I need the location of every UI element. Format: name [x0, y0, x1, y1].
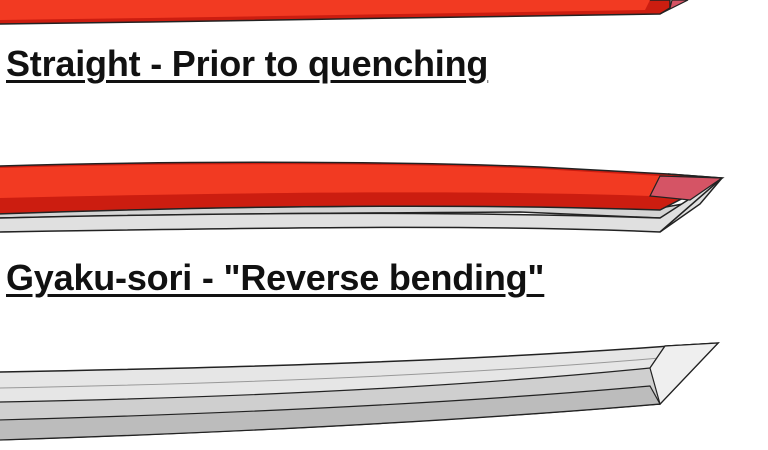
- gyaku-sori-tip: [649, 175, 724, 201]
- gyaku-sori-red-face: [0, 164, 660, 198]
- caption-straight: Straight - Prior to quenching: [6, 43, 489, 84]
- final-blade: [0, 342, 720, 441]
- straight-blade: [0, 0, 689, 25]
- straight-blade-face: [0, 0, 650, 20]
- gyaku-sori-tip-outline: [659, 173, 724, 233]
- final-blade-shinogi-line: [0, 357, 661, 389]
- final-blade-tip: [649, 342, 720, 406]
- gyaku-sori-blade: [0, 161, 725, 233]
- caption-gyaku-sori: Gyaku-sori - "Reverse bending": [6, 257, 545, 298]
- straight-blade-tip: [659, 0, 689, 15]
